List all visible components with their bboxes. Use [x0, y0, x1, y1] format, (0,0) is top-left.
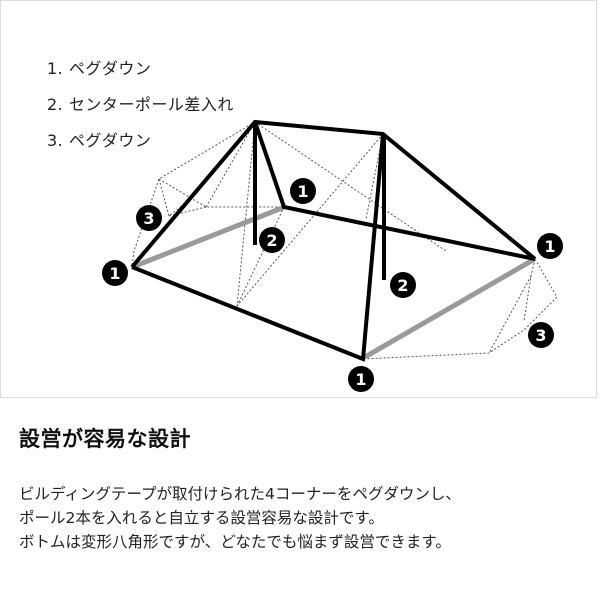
section-description: ビルディングテープが取付けられた4コーナーをペグダウンし、 ポール2本を入れると… — [19, 482, 589, 554]
step-markers: 1 1 1 1 2 2 3 3 — [102, 178, 563, 392]
marker-1-left: 1 — [102, 260, 128, 286]
svg-text:2: 2 — [266, 231, 277, 250]
tent-diagram-panel: 1 1 1 1 2 2 3 3 1. ペグダウン 2. センターポール差入れ 3… — [0, 0, 597, 398]
marker-2-right: 2 — [390, 272, 416, 298]
svg-text:3: 3 — [535, 326, 546, 345]
legend-item-center-pole: 2. センターポール差入れ — [47, 95, 234, 114]
legend-item-peg-down: 1. ペグダウン — [47, 59, 152, 78]
marker-1-back: 1 — [290, 178, 316, 204]
marker-1-right: 1 — [537, 233, 563, 259]
section-heading: 設営が容易な設計 — [19, 427, 191, 451]
marker-2-left: 2 — [259, 227, 285, 253]
svg-text:1: 1 — [109, 264, 120, 283]
marker-1-front: 1 — [348, 366, 374, 392]
svg-text:1: 1 — [544, 237, 555, 256]
svg-text:3: 3 — [143, 209, 154, 228]
svg-text:1: 1 — [355, 370, 366, 389]
marker-3-left: 3 — [136, 205, 162, 231]
legend-item-peg-down-vestibule: 3. ペグダウン — [47, 131, 152, 150]
tent-setup-diagram: 1 1 1 1 2 2 3 3 — [102, 119, 563, 392]
diagram-legend: 1. ペグダウン 2. センターポール差入れ 3. ペグダウン — [47, 51, 234, 159]
center-poles — [253, 122, 386, 280]
description-line: ポール2本を入れると自立する設営容易な設計です。 — [19, 509, 384, 527]
description-line: ボトムは変形八角形ですが、どなたでも悩まず設営できます。 — [19, 533, 451, 551]
tent-frame — [130, 119, 537, 362]
svg-text:1: 1 — [297, 182, 308, 201]
description-line: ビルディングテープが取付けられた4コーナーをペグダウンし、 — [19, 485, 461, 503]
building-tapes — [132, 205, 536, 360]
svg-text:2: 2 — [397, 276, 408, 295]
marker-3-right: 3 — [528, 322, 554, 348]
